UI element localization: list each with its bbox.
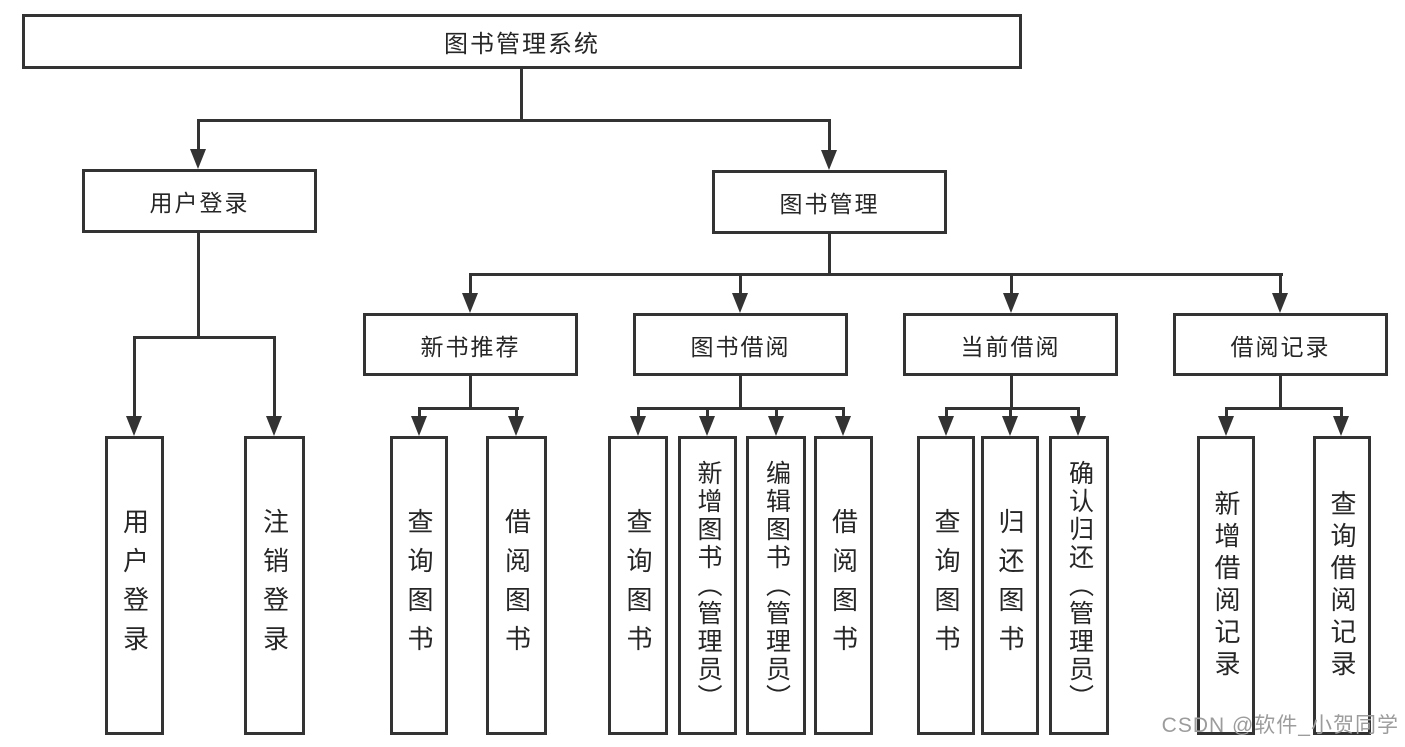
connector-line — [418, 407, 421, 419]
connector-line — [520, 69, 523, 121]
leaf-logout-label: 注销登录 — [259, 507, 290, 664]
connector-line — [1010, 376, 1013, 410]
arrow-down-icon — [835, 416, 851, 436]
arrow-down-icon — [508, 416, 524, 436]
leaf-borrow-books-recommend-label: 借阅图书 — [501, 507, 532, 664]
arrow-down-icon — [732, 293, 748, 313]
connector-line — [775, 407, 778, 419]
node-user-login: 用户登录 — [82, 169, 317, 233]
leaf-query-books-borrow-label: 查询图书 — [623, 507, 653, 664]
leaf-borrow-books-recommend: 借阅图书 — [486, 436, 547, 735]
arrow-down-icon — [699, 416, 715, 436]
leaf-query-books-recommend-label: 查询图书 — [404, 507, 434, 664]
connector-line — [273, 336, 276, 417]
node-book-management: 图书管理 — [712, 170, 947, 234]
leaf-user-login: 用户登录 — [105, 436, 164, 735]
leaf-confirm-return-admin: 确认归还（管理员） — [1049, 436, 1109, 735]
arrow-down-icon — [1003, 293, 1019, 313]
watermark: CSDN @软件_小贺同学 — [1161, 714, 1399, 737]
leaf-query-books-current: 查询图书 — [917, 436, 975, 735]
connector-line — [1279, 273, 1282, 297]
leaf-confirm-return-admin-label: 确认归还（管理员） — [1065, 459, 1094, 712]
leaf-return-books-label: 归还图书 — [995, 507, 1025, 664]
connector-line — [1225, 407, 1342, 410]
leaf-borrow-books: 借阅图书 — [814, 436, 873, 735]
node-new-book-recommend: 新书推荐 — [363, 313, 578, 376]
connector-line — [418, 407, 519, 410]
leaf-query-borrow-record: 查询借阅记录 — [1313, 436, 1371, 735]
connector-line — [469, 376, 472, 410]
connector-line — [637, 407, 845, 410]
arrow-down-icon — [462, 293, 478, 313]
leaf-add-book-admin: 新增图书（管理员） — [678, 436, 737, 735]
node-root-label: 图书管理系统 — [444, 31, 600, 58]
leaf-add-borrow-record-label: 新增借阅记录 — [1211, 489, 1241, 682]
connector-line — [945, 407, 1080, 410]
node-borrow-records: 借阅记录 — [1173, 313, 1388, 376]
connector-line — [133, 336, 136, 417]
node-book-management-label: 图书管理 — [779, 191, 880, 217]
connector-line — [828, 233, 831, 276]
arrow-down-icon — [411, 416, 427, 436]
connector-line — [637, 407, 640, 419]
connector-line — [1077, 407, 1080, 419]
connector-line — [1010, 273, 1013, 297]
connector-line — [1225, 407, 1228, 419]
leaf-query-borrow-record-label: 查询借阅记录 — [1327, 489, 1357, 682]
connector-line — [1279, 376, 1282, 410]
leaf-borrow-books-label: 借阅图书 — [828, 507, 859, 664]
leaf-logout: 注销登录 — [244, 436, 305, 735]
connector-line — [197, 232, 200, 339]
leaf-query-books-borrow: 查询图书 — [608, 436, 668, 735]
connector-line — [739, 273, 742, 297]
connector-line — [1340, 407, 1343, 419]
leaf-query-books-current-label: 查询图书 — [931, 507, 961, 664]
connector-line — [133, 336, 276, 339]
leaf-edit-book-admin: 编辑图书（管理员） — [746, 436, 806, 735]
arrow-down-icon — [1218, 416, 1234, 436]
connector-line — [515, 407, 518, 419]
arrow-down-icon — [126, 416, 142, 436]
connector-line — [469, 273, 472, 297]
connector-line — [1009, 407, 1012, 419]
arrow-down-icon — [190, 149, 206, 169]
connector-line — [842, 407, 845, 419]
arrow-down-icon — [938, 416, 954, 436]
arrow-down-icon — [630, 416, 646, 436]
leaf-return-books: 归还图书 — [981, 436, 1039, 735]
arrow-down-icon — [768, 416, 784, 436]
connector-line — [828, 119, 831, 152]
node-user-login-label: 用户登录 — [149, 190, 250, 216]
arrow-down-icon — [1272, 293, 1288, 313]
arrow-down-icon — [1002, 416, 1018, 436]
arrow-down-icon — [1333, 416, 1349, 436]
leaf-add-borrow-record: 新增借阅记录 — [1197, 436, 1255, 735]
leaf-user-login-label: 用户登录 — [119, 507, 150, 664]
node-book-borrow-label: 图书借阅 — [690, 333, 791, 360]
leaf-edit-book-admin-label: 编辑图书（管理员） — [762, 459, 791, 712]
connector-line — [706, 407, 709, 419]
connector-line — [945, 407, 948, 419]
connector-line — [197, 119, 831, 122]
node-root-system: 图书管理系统 — [22, 14, 1022, 69]
arrow-down-icon — [1070, 416, 1086, 436]
leaf-add-book-admin-label: 新增图书（管理员） — [694, 459, 722, 712]
node-book-borrow: 图书借阅 — [633, 313, 848, 376]
node-borrow-records-label: 借阅记录 — [1230, 333, 1331, 360]
node-current-borrow: 当前借阅 — [903, 313, 1118, 376]
node-current-borrow-label: 当前借阅 — [960, 333, 1061, 360]
connector-line — [739, 376, 742, 410]
arrow-down-icon — [821, 150, 837, 170]
connector-line — [197, 119, 200, 151]
arrow-down-icon — [266, 416, 282, 436]
connector-line — [469, 273, 1283, 276]
node-new-book-recommend-label: 新书推荐 — [420, 333, 521, 360]
leaf-query-books-recommend: 查询图书 — [390, 436, 448, 735]
